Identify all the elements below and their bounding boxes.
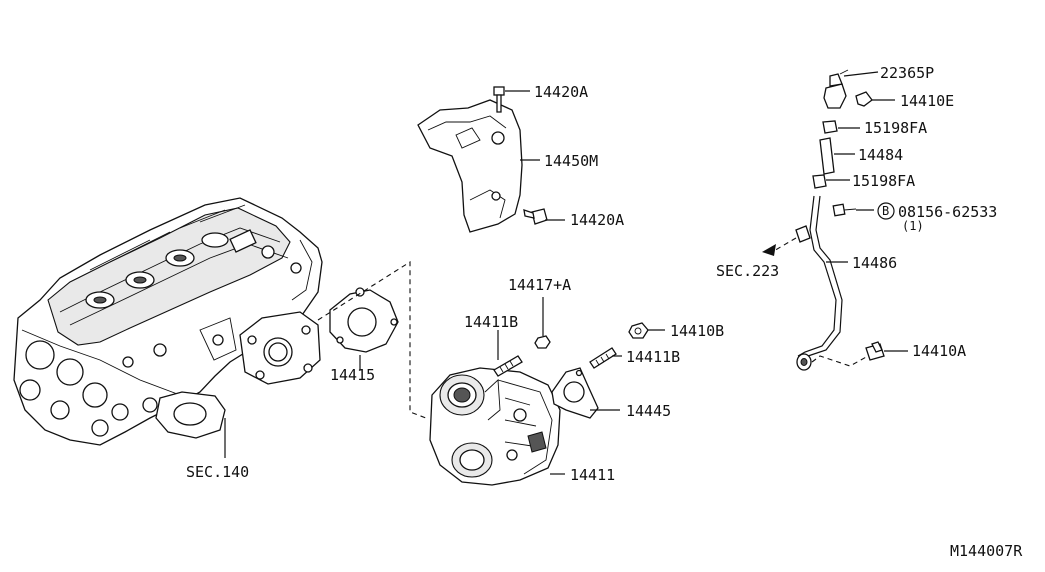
hose-clamp-15198FA-bottom xyxy=(812,174,827,189)
oil-tube-14486 xyxy=(795,195,843,371)
label-14450M: 14450M xyxy=(544,152,598,170)
gasket-14445-drawing xyxy=(551,367,599,419)
label-14445: 14445 xyxy=(626,402,671,420)
stud-14411b-right xyxy=(589,347,617,369)
nut-14417a xyxy=(534,335,551,349)
nut-14410b xyxy=(628,322,649,339)
oil-tube-bolt-dash xyxy=(811,355,869,367)
turbocharger-drawing xyxy=(429,367,561,486)
label-08156-62533: 08156-62533 xyxy=(898,203,997,221)
gasket-14415-drawing xyxy=(329,287,399,353)
oil-pressure-switch-22365P xyxy=(823,69,849,109)
bolt-symbol-icon: B xyxy=(877,202,895,220)
hose-14484 xyxy=(819,137,835,175)
label-08156-qty: (1) xyxy=(902,219,924,233)
diagram-reference-code: M144007R xyxy=(950,542,1023,560)
label-sec223: SEC.223 xyxy=(716,262,779,280)
label-14411B-left: 14411B xyxy=(464,313,518,331)
bolt-14410A xyxy=(865,341,885,361)
bolt-14420a-top xyxy=(493,86,505,113)
leader-lines xyxy=(224,71,908,475)
bolt-08156-62533 xyxy=(832,203,857,217)
label-14420A-mid: 14420A xyxy=(570,211,624,229)
label-14410E: 14410E xyxy=(900,92,954,110)
label-14415: 14415 xyxy=(330,366,375,384)
label-14417A: 14417+A xyxy=(508,276,571,294)
label-14484: 14484 xyxy=(858,146,903,164)
label-14410B: 14410B xyxy=(670,322,724,340)
bolt-14420a-mid xyxy=(523,208,548,225)
stud-14411b-left xyxy=(493,355,523,377)
label-sec140: SEC.140 xyxy=(186,463,249,481)
gasket-link-dash xyxy=(317,261,427,419)
label-14420A-top: 14420A xyxy=(534,83,588,101)
label-22365P: 22365P xyxy=(880,64,934,82)
label-15198FA-bottom: 15198FA xyxy=(852,172,915,190)
clip-14410E xyxy=(855,91,873,107)
bolt-symbol-letter: B xyxy=(882,204,889,218)
label-14486: 14486 xyxy=(852,254,897,272)
label-15198FA-top: 15198FA xyxy=(864,119,927,137)
label-14410A: 14410A xyxy=(912,342,966,360)
hose-clamp-15198FA-top xyxy=(822,120,838,134)
label-14411B-right: 14411B xyxy=(626,348,680,366)
cylinder-head-drawing xyxy=(13,197,323,446)
sec223-arrow-icon xyxy=(762,237,797,256)
heat-shield-drawing xyxy=(417,99,523,233)
label-14411: 14411 xyxy=(570,466,615,484)
